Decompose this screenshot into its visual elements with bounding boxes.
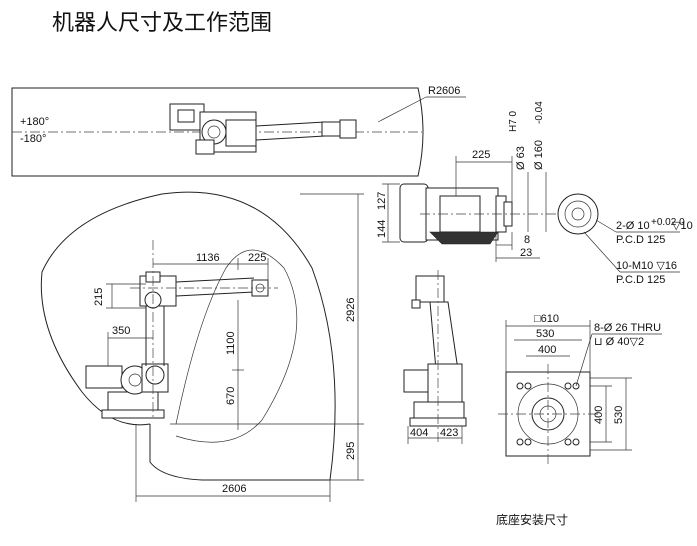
flange-pin-spec: 2-Ø 10 [616, 220, 650, 232]
dim-flange-h2: 144 [376, 220, 388, 238]
side-view-upper-arm-edge-2 [175, 291, 255, 297]
flange-pin-depth: ▽10 [672, 220, 693, 232]
dim-base-to-shoulder: 670 [225, 387, 237, 405]
side-view: 1136 225 215 350 1100 670 2926 295 2606 [40, 191, 364, 502]
base-hole [572, 438, 580, 446]
dim-base-outer: □610 [534, 313, 559, 325]
dim-flange-d1-tol: H7 0 [508, 110, 519, 132]
top-view-motor-inner [177, 109, 195, 123]
flange-pin-leader [595, 219, 617, 233]
base-hole-leader [575, 333, 593, 387]
flange-pin-tol: +0.02 0 [651, 217, 685, 228]
front-view-wrist-flange [411, 299, 421, 309]
flange-thread-spec: 10-M10 ▽16 [616, 260, 677, 272]
top-view-angle-neg: -180° [20, 133, 46, 145]
dim-total-reach: 2606 [222, 483, 246, 495]
dim-flange-length: 225 [472, 149, 490, 161]
top-view-arm-edge-2 [255, 135, 326, 141]
dim-base-side-inner: 400 [593, 406, 605, 424]
dim-shoulder-offset: 350 [112, 325, 130, 337]
base-hole [516, 382, 524, 390]
dim-base-side-outer: 530 [613, 406, 625, 424]
flange-face-view: 2-Ø 10 +0.02 0 ▽10 P.C.D 125 10-M10 ▽16 … [557, 193, 693, 286]
top-view-range-outline [11, 87, 424, 177]
base-hole [524, 382, 532, 390]
top-view-flange [339, 119, 357, 139]
flange-pin-pcd: P.C.D 125 [616, 234, 665, 246]
dim-total-height: 2926 [345, 298, 357, 322]
dim-wrist-offset: 225 [248, 252, 266, 264]
dim-front-width-right: 423 [440, 427, 458, 439]
base-hole [564, 438, 572, 446]
side-view-work-envelope [40, 191, 336, 481]
side-view-base-plate [101, 409, 165, 419]
dim-upper-arm: 1100 [225, 331, 237, 355]
dim-flange-h1: 127 [376, 192, 388, 210]
flange-detail: 225 Ø 63 H7 0 Ø 160 -0.04 127 144 8 23 [376, 101, 560, 262]
front-view-wrist [415, 275, 445, 303]
dim-flange-w1: 8 [524, 234, 530, 246]
dim-reach-horizontal: 1136 [196, 252, 220, 264]
flange-face-pcd [564, 200, 592, 228]
flange-thread-leader [583, 231, 621, 273]
base-hole-spec: 8-Ø 26 THRU [594, 322, 661, 334]
front-view-base [413, 401, 465, 421]
dim-flange-d1: Ø 63 [515, 146, 527, 170]
side-view-shoulder-joint [145, 365, 165, 385]
dim-front-width-left: 404 [410, 427, 428, 439]
dim-base-height: 295 [345, 442, 357, 460]
top-view-arm-edge-1 [255, 121, 326, 127]
flange-base-hatch [429, 231, 499, 245]
top-view-side-block [195, 139, 215, 155]
base-caption: 底座安装尺寸 [496, 512, 568, 527]
top-view-angle-pos: +180° [20, 116, 49, 128]
top-view-wrist [321, 121, 343, 137]
base-hole [516, 438, 524, 446]
dim-flange-d2-tol: -0.04 [534, 101, 545, 124]
side-view-upper-arm-edge-1 [175, 277, 255, 283]
page-title: 机器人尺寸及工作范围 [52, 11, 272, 36]
flange-face-bore [571, 207, 585, 221]
front-view-arm [429, 301, 459, 371]
flange-face-outer [557, 193, 599, 235]
flange-thread-pcd: P.C.D 125 [616, 274, 665, 286]
top-view-radius-label: R2606 [428, 85, 460, 97]
base-hole [524, 438, 532, 446]
front-view-shoulder [427, 363, 463, 407]
front-view: 404 423 [403, 270, 467, 444]
dim-flange-d2: Ø 160 [533, 140, 545, 170]
side-view-motor [85, 365, 123, 389]
top-view-joint-inner [207, 125, 221, 139]
base-hole [564, 382, 572, 390]
top-view-gearbox [225, 119, 257, 147]
base-mounting-view: □610 530 400 8-Ø 26 THRU ⊔ Ø 40▽2 400 53… [496, 313, 662, 527]
dim-base-pitch-outer: 530 [536, 328, 554, 340]
top-view: R2606 +180° -180° [11, 85, 466, 177]
side-view-inner-boundary [175, 249, 298, 443]
flange-disc [399, 183, 429, 243]
base-counterbore: ⊔ Ø 40▽2 [594, 336, 644, 348]
dim-base-pitch-inner: 400 [538, 344, 556, 356]
dim-wrist-height: 215 [93, 288, 105, 306]
side-view-joint-2-inner [128, 373, 142, 387]
dim-flange-w2: 23 [520, 247, 532, 259]
top-view-radius-leader [377, 96, 427, 123]
